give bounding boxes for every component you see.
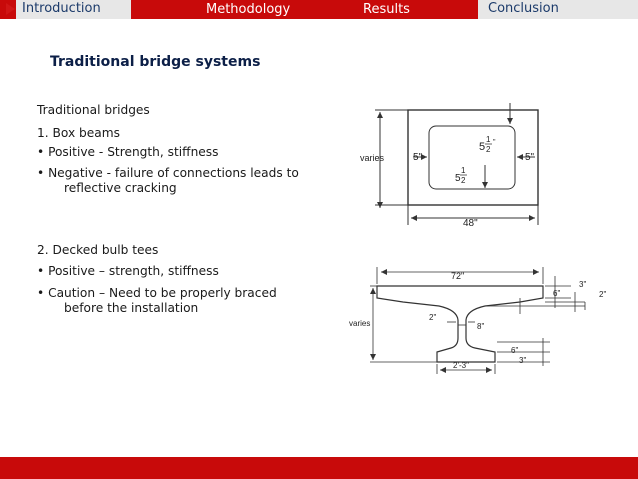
list-item-decked-bulb-tees: 2. Decked bulb tees (37, 243, 159, 257)
nav-tab-introduction[interactable]: Introduction (6, 0, 131, 19)
tee-dim-bottom-3: 3" (519, 356, 526, 365)
box-dim-right-wall: 5" (525, 152, 535, 163)
nav-tab-label: Introduction (22, 1, 101, 16)
tee-dim-bottom-6: 6" (511, 346, 518, 355)
tee-dim-web-2: 2" (429, 313, 436, 322)
tee-dim-top-3: 3" (579, 280, 586, 289)
bullet-box-negative: • Negative - failure of connections lead… (37, 166, 299, 180)
tee-varies-label: varies (349, 319, 370, 328)
box-dim-bottom-flange-den: 2 (461, 176, 466, 185)
bullet-tee-caution-cont: before the installation (64, 301, 199, 315)
box-dim-width: 48" (463, 218, 478, 229)
bullet-tee-caution: • Caution – Need to be properly braced (37, 286, 277, 300)
bullet-box-negative-cont: reflective cracking (64, 181, 177, 195)
slide-title: Traditional bridge systems (50, 54, 261, 70)
list-item-box-beams: 1. Box beams (37, 126, 120, 140)
box-dim-top-flange-whole: 5 (479, 141, 485, 153)
top-navigation-bar: Introduction Methodology Results Conclus… (0, 0, 638, 19)
box-dim-bottom-flange-num: 1 (461, 166, 466, 175)
play-triangle-icon (6, 3, 15, 15)
tee-dim-flange-depth: 6" (553, 289, 560, 298)
nav-tab-label: Results (363, 2, 410, 17)
box-dim-top-flange-den: 2 (486, 145, 491, 154)
box-beam-diagram: varies 5" 5" 5 1 2 " 5 1 2 48" (360, 103, 539, 229)
nav-tab-label: Conclusion (488, 1, 559, 16)
tee-dim-web-8: 8" (477, 322, 484, 331)
nav-tab-methodology[interactable]: Methodology (206, 1, 290, 19)
body-heading: Traditional bridges (37, 103, 150, 117)
box-dim-bottom-flange-whole: 5 (455, 173, 461, 184)
box-dim-left-wall: 5" (413, 152, 423, 163)
bullet-box-positive: • Positive - Strength, stiffness (37, 145, 219, 159)
tee-dim-bottom-width: 2'-3" (453, 361, 469, 370)
nav-tab-conclusion[interactable]: Conclusion (478, 0, 638, 19)
bullet-tee-positive: • Positive – strength, stiffness (37, 264, 219, 278)
box-dim-top-flange-num: 1 (486, 135, 491, 144)
nav-tab-label: Methodology (206, 2, 291, 17)
tee-dim-top-width: 72" (451, 271, 464, 281)
box-dim-top-flange-inch: " (493, 139, 496, 146)
bulb-tee-diagram: 72" varies 6" 3" 2" 2" 8" 6" 3" 2'-3" (349, 267, 606, 374)
bottom-bar (0, 457, 638, 479)
nav-tab-results[interactable]: Results (363, 1, 410, 19)
tee-dim-right-2: 2" (599, 290, 606, 299)
box-varies-label: varies (360, 153, 385, 163)
